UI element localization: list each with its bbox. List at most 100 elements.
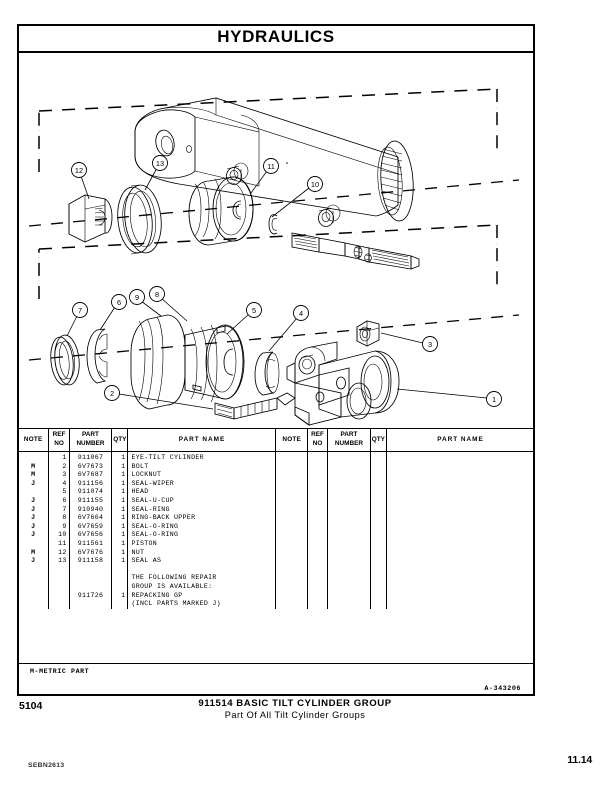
cell-part_name: SEAL-O-RING	[131, 531, 179, 539]
callout-7: 7	[66, 302, 88, 337]
cell-part_number: 911074	[77, 488, 104, 496]
cell-part_number: 6V7664	[77, 514, 104, 522]
cell-qty: 1	[121, 462, 126, 470]
cell-qty: 1	[121, 522, 126, 530]
cell-ref_no: 9	[62, 522, 67, 530]
cell-note	[18, 583, 48, 592]
cell-part_number	[70, 583, 112, 592]
callout-label: 4	[299, 309, 303, 318]
cell-part_number: 6V7676	[77, 548, 104, 556]
cell-ref_no: 2	[62, 462, 67, 470]
callout-9: 9	[129, 289, 162, 317]
pn-line1: PART	[340, 431, 358, 439]
cell-part_name: EYE-TILT CYLINDER	[131, 454, 204, 461]
cell-part_number: 911156	[77, 479, 104, 487]
exploded-parts-diagram: 12 13 11	[19, 53, 533, 427]
cell-ref_no: 1	[62, 454, 67, 461]
callout-11: 11	[250, 158, 279, 194]
callout-label: 12	[75, 166, 83, 175]
callout-1: 1	[396, 388, 502, 407]
cell-part_name: REPACKING GP	[131, 591, 183, 599]
callout-13: 13	[144, 155, 168, 191]
cell-note: M	[31, 471, 36, 479]
cell-ref_no: 13	[58, 557, 67, 565]
eye-tilt-cylinder-drawing	[286, 341, 400, 426]
callout-label: 1	[492, 395, 496, 404]
col-header-qty: QTY	[111, 429, 129, 452]
seal-u-cup-drawing	[86, 328, 108, 384]
cell-qty: 1	[121, 488, 126, 496]
cell-note	[18, 540, 48, 549]
cell-qty	[112, 566, 125, 575]
cell-note: J	[31, 557, 36, 565]
ref-line2: NO	[54, 440, 64, 447]
cell-qty	[112, 600, 125, 609]
cell-note	[18, 592, 48, 601]
cell-ref_no	[49, 583, 66, 592]
cell-column-part-number-2	[327, 451, 371, 609]
cell-qty: 1	[121, 496, 126, 504]
group-caption: 911514 BASIC TILT CYLINDER GROUP Part Of…	[130, 698, 460, 720]
cell-part_name: SEAL-U-CUP	[131, 496, 175, 504]
callout-4: 4	[268, 305, 309, 352]
cell-part_name: PISTON	[131, 539, 158, 547]
cell-ref_no: 3	[62, 471, 67, 479]
group-title: 911514 BASIC TILT CYLINDER GROUP	[198, 698, 392, 709]
callout-label: 8	[155, 290, 159, 299]
cell-note: M	[31, 548, 36, 556]
cell-part_name: RING-BACK UPPER	[131, 514, 196, 522]
piston-drawing	[188, 176, 254, 246]
col-header-note-2: NOTE	[275, 429, 308, 452]
cell-part_name	[131, 566, 275, 575]
col-header-part-number: PART NUMBER	[68, 429, 113, 452]
cell-part_number	[70, 574, 112, 583]
callout-label: 9	[135, 293, 139, 302]
callout-label: 13	[156, 159, 164, 168]
table-header-row: NOTE REF NO PART NUMBER QTY PART NAME NO…	[17, 429, 535, 452]
ref-line2: NO	[312, 440, 323, 447]
callout-label: 6	[117, 298, 121, 307]
nut-drawing	[68, 194, 113, 243]
callout-label: 10	[311, 180, 319, 189]
pn-line2: NUMBER	[76, 440, 105, 447]
cell-ref_no	[49, 574, 66, 583]
cell-note: J	[31, 505, 36, 513]
o-ring-10-drawing	[268, 214, 278, 235]
callout-3: 3	[380, 332, 438, 352]
col-header-ref-no: REF NO	[48, 429, 70, 452]
cell-ref_no	[49, 600, 66, 609]
col-header-part-name: PART NAME	[127, 429, 277, 452]
callout-label: 2	[110, 389, 114, 398]
seal-wiper-drawing	[254, 351, 280, 396]
sheet-number: 5104	[19, 700, 43, 712]
cell-qty	[112, 574, 125, 583]
drawing-number: A-343206	[484, 685, 521, 693]
cell-column-note-2	[275, 451, 308, 609]
col-header-qty-2: QTY	[369, 429, 387, 452]
seal-ring-7-drawing	[50, 334, 80, 386]
cell-qty: 1	[121, 505, 126, 513]
cell-part_name: SEAL-WIPER	[131, 479, 175, 487]
cell-part_name: LOCKNUT	[131, 471, 162, 479]
pn-line1: PART	[82, 431, 99, 439]
cell-ref_no: 12	[58, 548, 67, 556]
page-title: HYDRAULICS	[217, 27, 335, 46]
cell-note: J	[31, 479, 36, 487]
callout-5: 5	[226, 302, 262, 335]
bolt-drawing	[214, 392, 296, 420]
ref-line1: REF	[311, 431, 324, 439]
cell-part_name: SEAL-O-RING	[131, 522, 179, 530]
rod-stem-drawing	[291, 232, 420, 270]
cell-part_number: 911726	[77, 591, 104, 599]
cell-note: J	[31, 522, 36, 530]
cell-qty: 1	[121, 548, 126, 556]
cell-part_number: 6V7687	[77, 471, 104, 479]
col-header-ref-no-2: REF NO	[306, 429, 329, 452]
callout-2: 2	[104, 385, 214, 410]
